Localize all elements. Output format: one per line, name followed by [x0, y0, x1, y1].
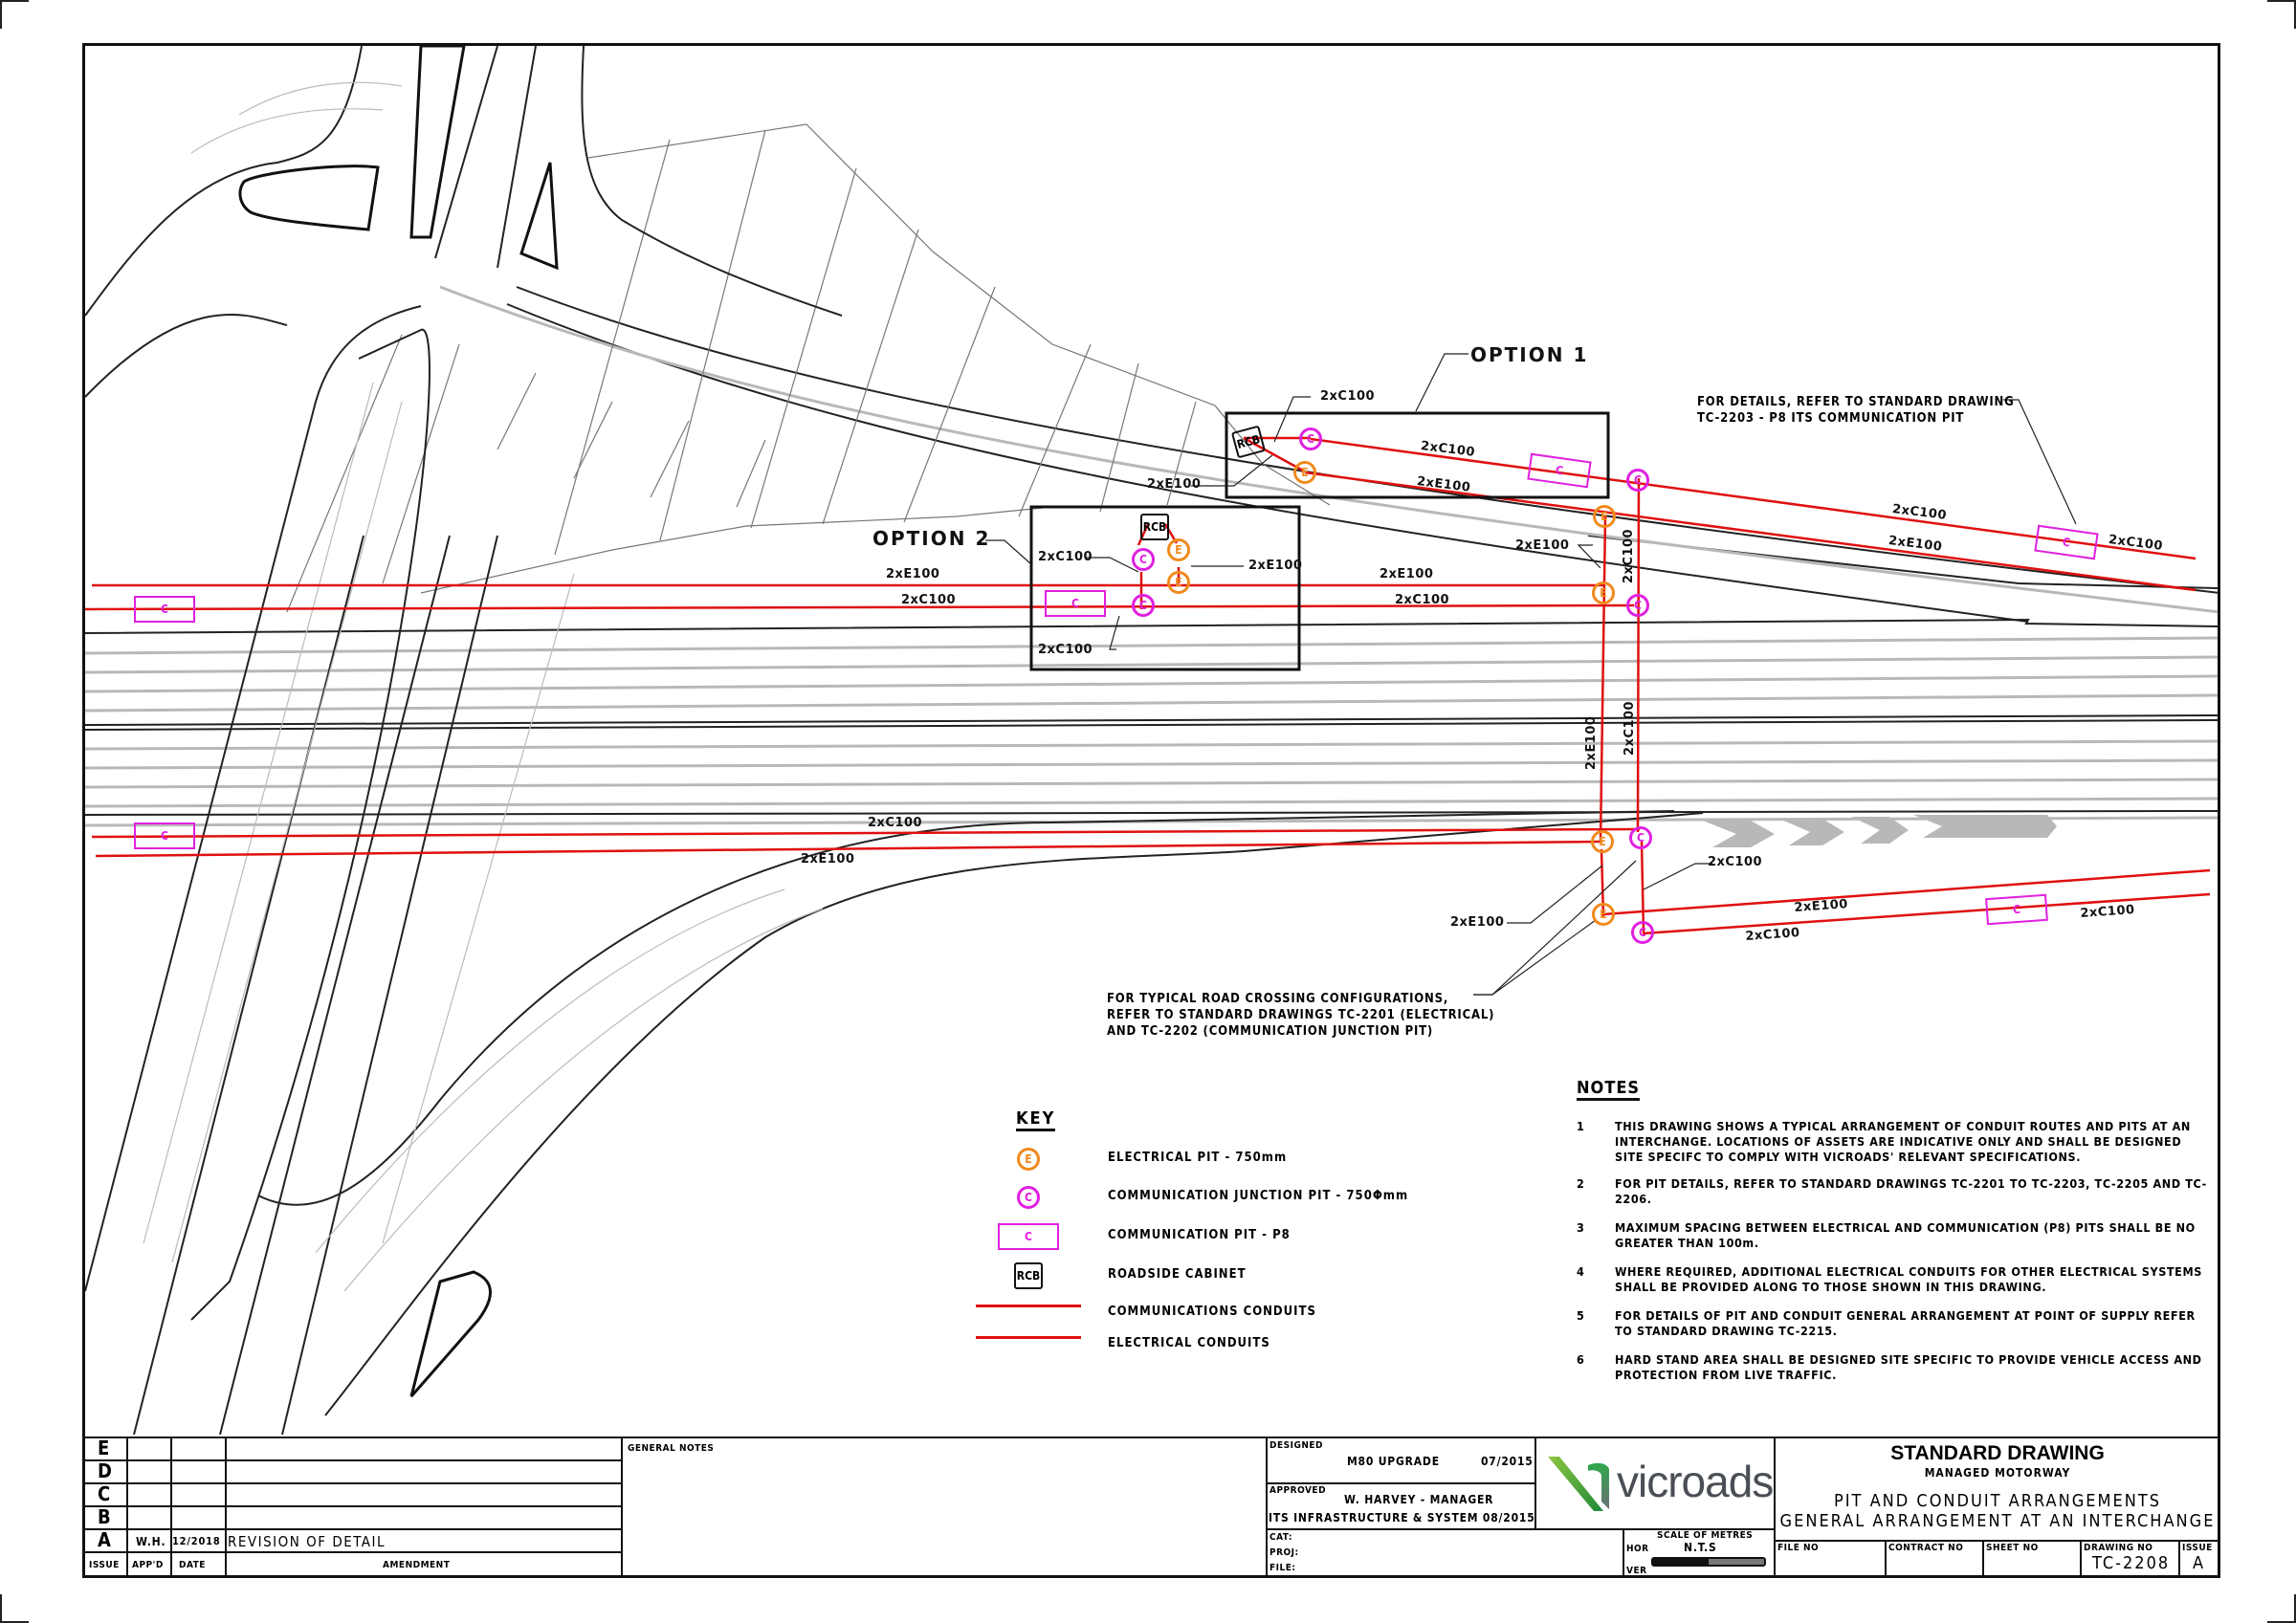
conduit-label: 2xE100: [1515, 538, 1570, 553]
comm-junction-pit: C: [1626, 469, 1649, 492]
crop-mark: [2267, 0, 2296, 29]
comm-junction-pit: C: [1631, 921, 1654, 944]
conduit-label: 2xC100: [1623, 700, 1637, 756]
electrical-pit-icon: E: [1017, 1148, 1040, 1171]
general-notes-box: [621, 1437, 1268, 1578]
road-crossing-callout: FOR TYPICAL ROAD CROSSING CONFIGURATIONS…: [1107, 992, 1495, 1039]
conduit-label: 2xE100: [1450, 915, 1505, 930]
conduit-label: 2xE100: [886, 567, 940, 581]
scale-label: SCALE OF METRES: [1657, 1530, 1754, 1541]
comm-junction-pit: C: [1299, 428, 1322, 450]
comm-pit-p8: C: [134, 822, 195, 849]
comm-pit-p8: C: [134, 596, 195, 623]
conduit-label: 2xE100: [1248, 559, 1303, 573]
conduit-label: 2xC100: [1038, 550, 1093, 564]
roadside-cabinet-icon: RCB: [1014, 1262, 1043, 1289]
option2-label: OPTION 2: [872, 527, 991, 550]
electrical-pit: E: [1591, 830, 1614, 853]
designed-value: M80 UPGRADE: [1347, 1455, 1440, 1468]
notes-title: NOTES: [1577, 1079, 1641, 1101]
option1-label: OPTION 1: [1470, 343, 1589, 366]
key-item-communications-conduits: COMMUNICATIONS CONDUITS: [976, 1299, 1435, 1327]
crop-mark: [0, 1594, 29, 1623]
electrical-pit: E: [1167, 538, 1190, 561]
rev-amendment: REVISION OF DETAIL: [228, 1533, 386, 1550]
electrical-pit: E: [1167, 571, 1190, 594]
conduit-label: 2xE100: [801, 852, 855, 866]
key-item-roadside-cabinet: RCB ROADSIDE CABINET: [976, 1261, 1435, 1290]
rev-issue: E: [98, 1437, 110, 1459]
key-item-electrical-conduits: ELECTRICAL CONDUITS: [976, 1330, 1435, 1359]
rev-date: 12/2018: [172, 1535, 221, 1547]
electrical-pit: E: [1592, 581, 1615, 604]
drawing-subtitle: MANAGED MOTORWAY: [1924, 1466, 2071, 1480]
rev-issue: B: [98, 1505, 111, 1528]
comm-junction-pit: C: [1132, 594, 1155, 617]
comm-junction-pit: C: [1626, 594, 1649, 617]
approved-line2: ITS INFRASTRUCTURE & SYSTEM 08/2015: [1269, 1511, 1535, 1524]
general-notes-label: GENERAL NOTES: [628, 1443, 715, 1454]
communication-junction-pit-icon: C: [1017, 1186, 1040, 1209]
key-item-communication-junction-pit: C COMMUNICATION JUNCTION PIT - 750Φmm: [976, 1183, 1435, 1212]
vicroads-logo: vicroads: [1538, 1440, 1774, 1528]
rev-header-date: DATE: [179, 1560, 206, 1570]
approved-value: W. HARVEY - MANAGER: [1344, 1493, 1494, 1506]
electrical-conduit-line-icon: [976, 1335, 1081, 1339]
communication-pit-p8-icon: C: [998, 1223, 1059, 1250]
designed-date: 07/2015: [1481, 1455, 1534, 1468]
comm-junction-pit: C: [1629, 826, 1652, 849]
freeway-lanes: [85, 636, 2218, 827]
rev-header-amendment: AMENDMENT: [383, 1560, 451, 1570]
standard-drawing-heading: STANDARD DRAWING: [1890, 1442, 2105, 1464]
chevron-markings: [1703, 815, 2057, 847]
conduit-label: 2xE100: [1380, 567, 1434, 581]
option1-box: [1225, 411, 1610, 499]
rcb-option2: RCB: [1140, 514, 1169, 540]
drawing-title-1: PIT AND CONDUIT ARRANGEMENTS: [1834, 1491, 2161, 1511]
logo-text: vicroads: [1617, 1457, 1774, 1506]
crop-mark: [0, 0, 29, 29]
conduit-label: 2xC100: [1708, 855, 1763, 869]
conduit-label: 2xC100: [1622, 528, 1636, 583]
scale-value: N.T.S: [1684, 1541, 1717, 1554]
electrical-pit: E: [1593, 505, 1616, 528]
conduit-label: 2xC100: [1320, 389, 1376, 404]
key-title: KEY: [1016, 1109, 1056, 1131]
drawing-number: TC-2208: [2092, 1553, 2171, 1573]
issue-cell: [2178, 1540, 2220, 1578]
rev-header-issue: ISSUE: [89, 1560, 120, 1570]
conduit-label: 2xC100: [1395, 593, 1450, 607]
rev-issue: D: [98, 1459, 112, 1482]
conduit-label: 2xE100: [1147, 477, 1202, 492]
electrical-pit: E: [1592, 903, 1615, 926]
cat-proj-file-box: [1266, 1528, 1624, 1578]
electrical-pit: E: [1293, 461, 1316, 484]
comm-junction-pit: C: [1132, 548, 1155, 571]
p8-detail-callout: FOR DETAILS, REFER TO STANDARD DRAWING T…: [1697, 395, 2015, 426]
scale-bar: [1651, 1557, 1766, 1567]
rev-header-appd: APP'D: [132, 1560, 164, 1570]
conduit-label: 2xE100: [1584, 715, 1599, 770]
key-item-electrical-pit: E ELECTRICAL PIT - 750mm: [976, 1145, 1435, 1173]
comm-pit-p8: C: [1985, 893, 2048, 926]
issue-value: A: [2193, 1553, 2204, 1573]
rev-issue: A: [98, 1528, 111, 1551]
comm-pit-p8: C: [1045, 590, 1106, 617]
conduit-routes: [85, 436, 2211, 935]
drawing-title-2: GENERAL ARRANGEMENT AT AN INTERCHANGE: [1779, 1511, 2216, 1531]
conduit-label: 2xC100: [901, 593, 957, 607]
vicroads-chevron-icon: [1548, 1457, 1609, 1511]
conduit-label: 2xC100: [1038, 643, 1093, 657]
key-item-communication-pit-p8: C COMMUNICATION PIT - P8: [976, 1222, 1435, 1251]
rev-issue: C: [98, 1482, 111, 1505]
rev-appd: W.H.: [136, 1535, 166, 1548]
crop-mark: [2267, 1594, 2296, 1623]
option2-box: [1029, 505, 1301, 671]
communications-conduit-line-icon: [976, 1304, 1081, 1307]
conduit-label: 2xC100: [868, 816, 923, 830]
